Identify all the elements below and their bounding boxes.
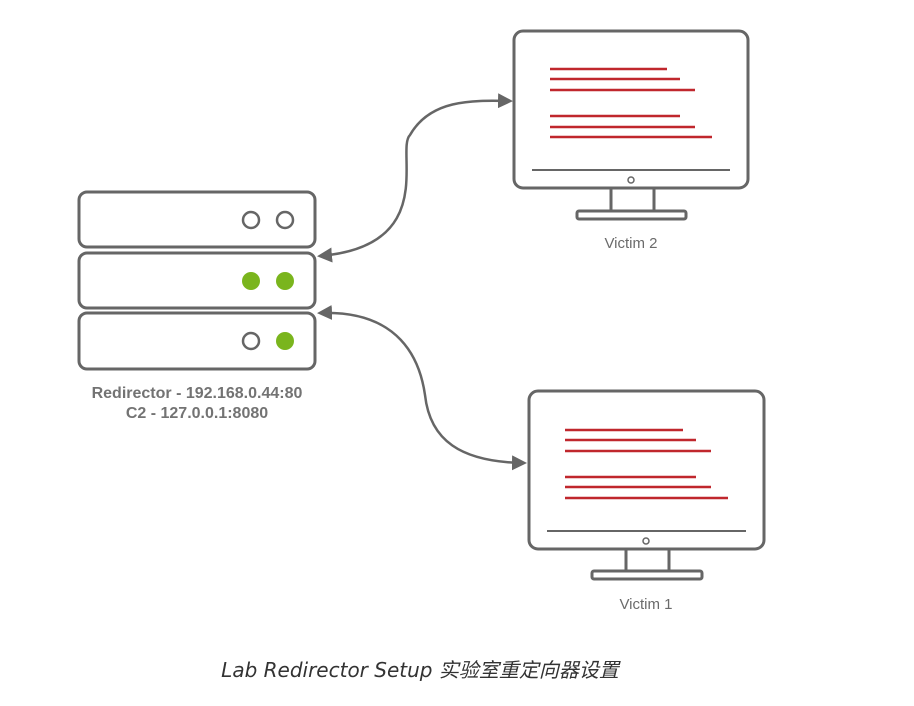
server-unit-middle bbox=[77, 251, 317, 310]
led-off-icon bbox=[275, 210, 295, 230]
figure-caption: Lab Redirector Setup 实验室重定向器设置 bbox=[221, 658, 619, 682]
power-button-icon bbox=[627, 176, 635, 184]
led-on-icon bbox=[276, 272, 294, 290]
led-on-icon bbox=[242, 272, 260, 290]
monitor-frame bbox=[512, 29, 750, 190]
screen-text-lines bbox=[565, 428, 728, 500]
led-on-icon bbox=[276, 332, 294, 350]
screen-text-lines bbox=[550, 67, 712, 139]
led-off-icon bbox=[241, 210, 261, 230]
server-rack-icon bbox=[77, 190, 317, 371]
monitor-icon bbox=[512, 29, 750, 221]
server-unit-top bbox=[77, 190, 317, 249]
server-unit-bottom bbox=[77, 311, 317, 371]
led-off-icon bbox=[241, 331, 261, 351]
victim2-label: Victim 2 bbox=[604, 235, 657, 252]
arrow-server-to-victim1 bbox=[317, 305, 527, 471]
server-label-c2: C2 - 127.0.0.1:8080 bbox=[126, 405, 268, 422]
monitor-icon bbox=[527, 389, 766, 581]
monitor-base bbox=[575, 209, 688, 221]
arrow-server-to-victim2 bbox=[317, 93, 513, 263]
power-button-icon bbox=[642, 537, 650, 545]
monitor-frame bbox=[527, 389, 766, 551]
victim1-label: Victim 1 bbox=[619, 596, 672, 613]
server-label-redirector: Redirector - 192.168.0.44:80 bbox=[92, 385, 303, 402]
monitor-base bbox=[590, 569, 704, 581]
